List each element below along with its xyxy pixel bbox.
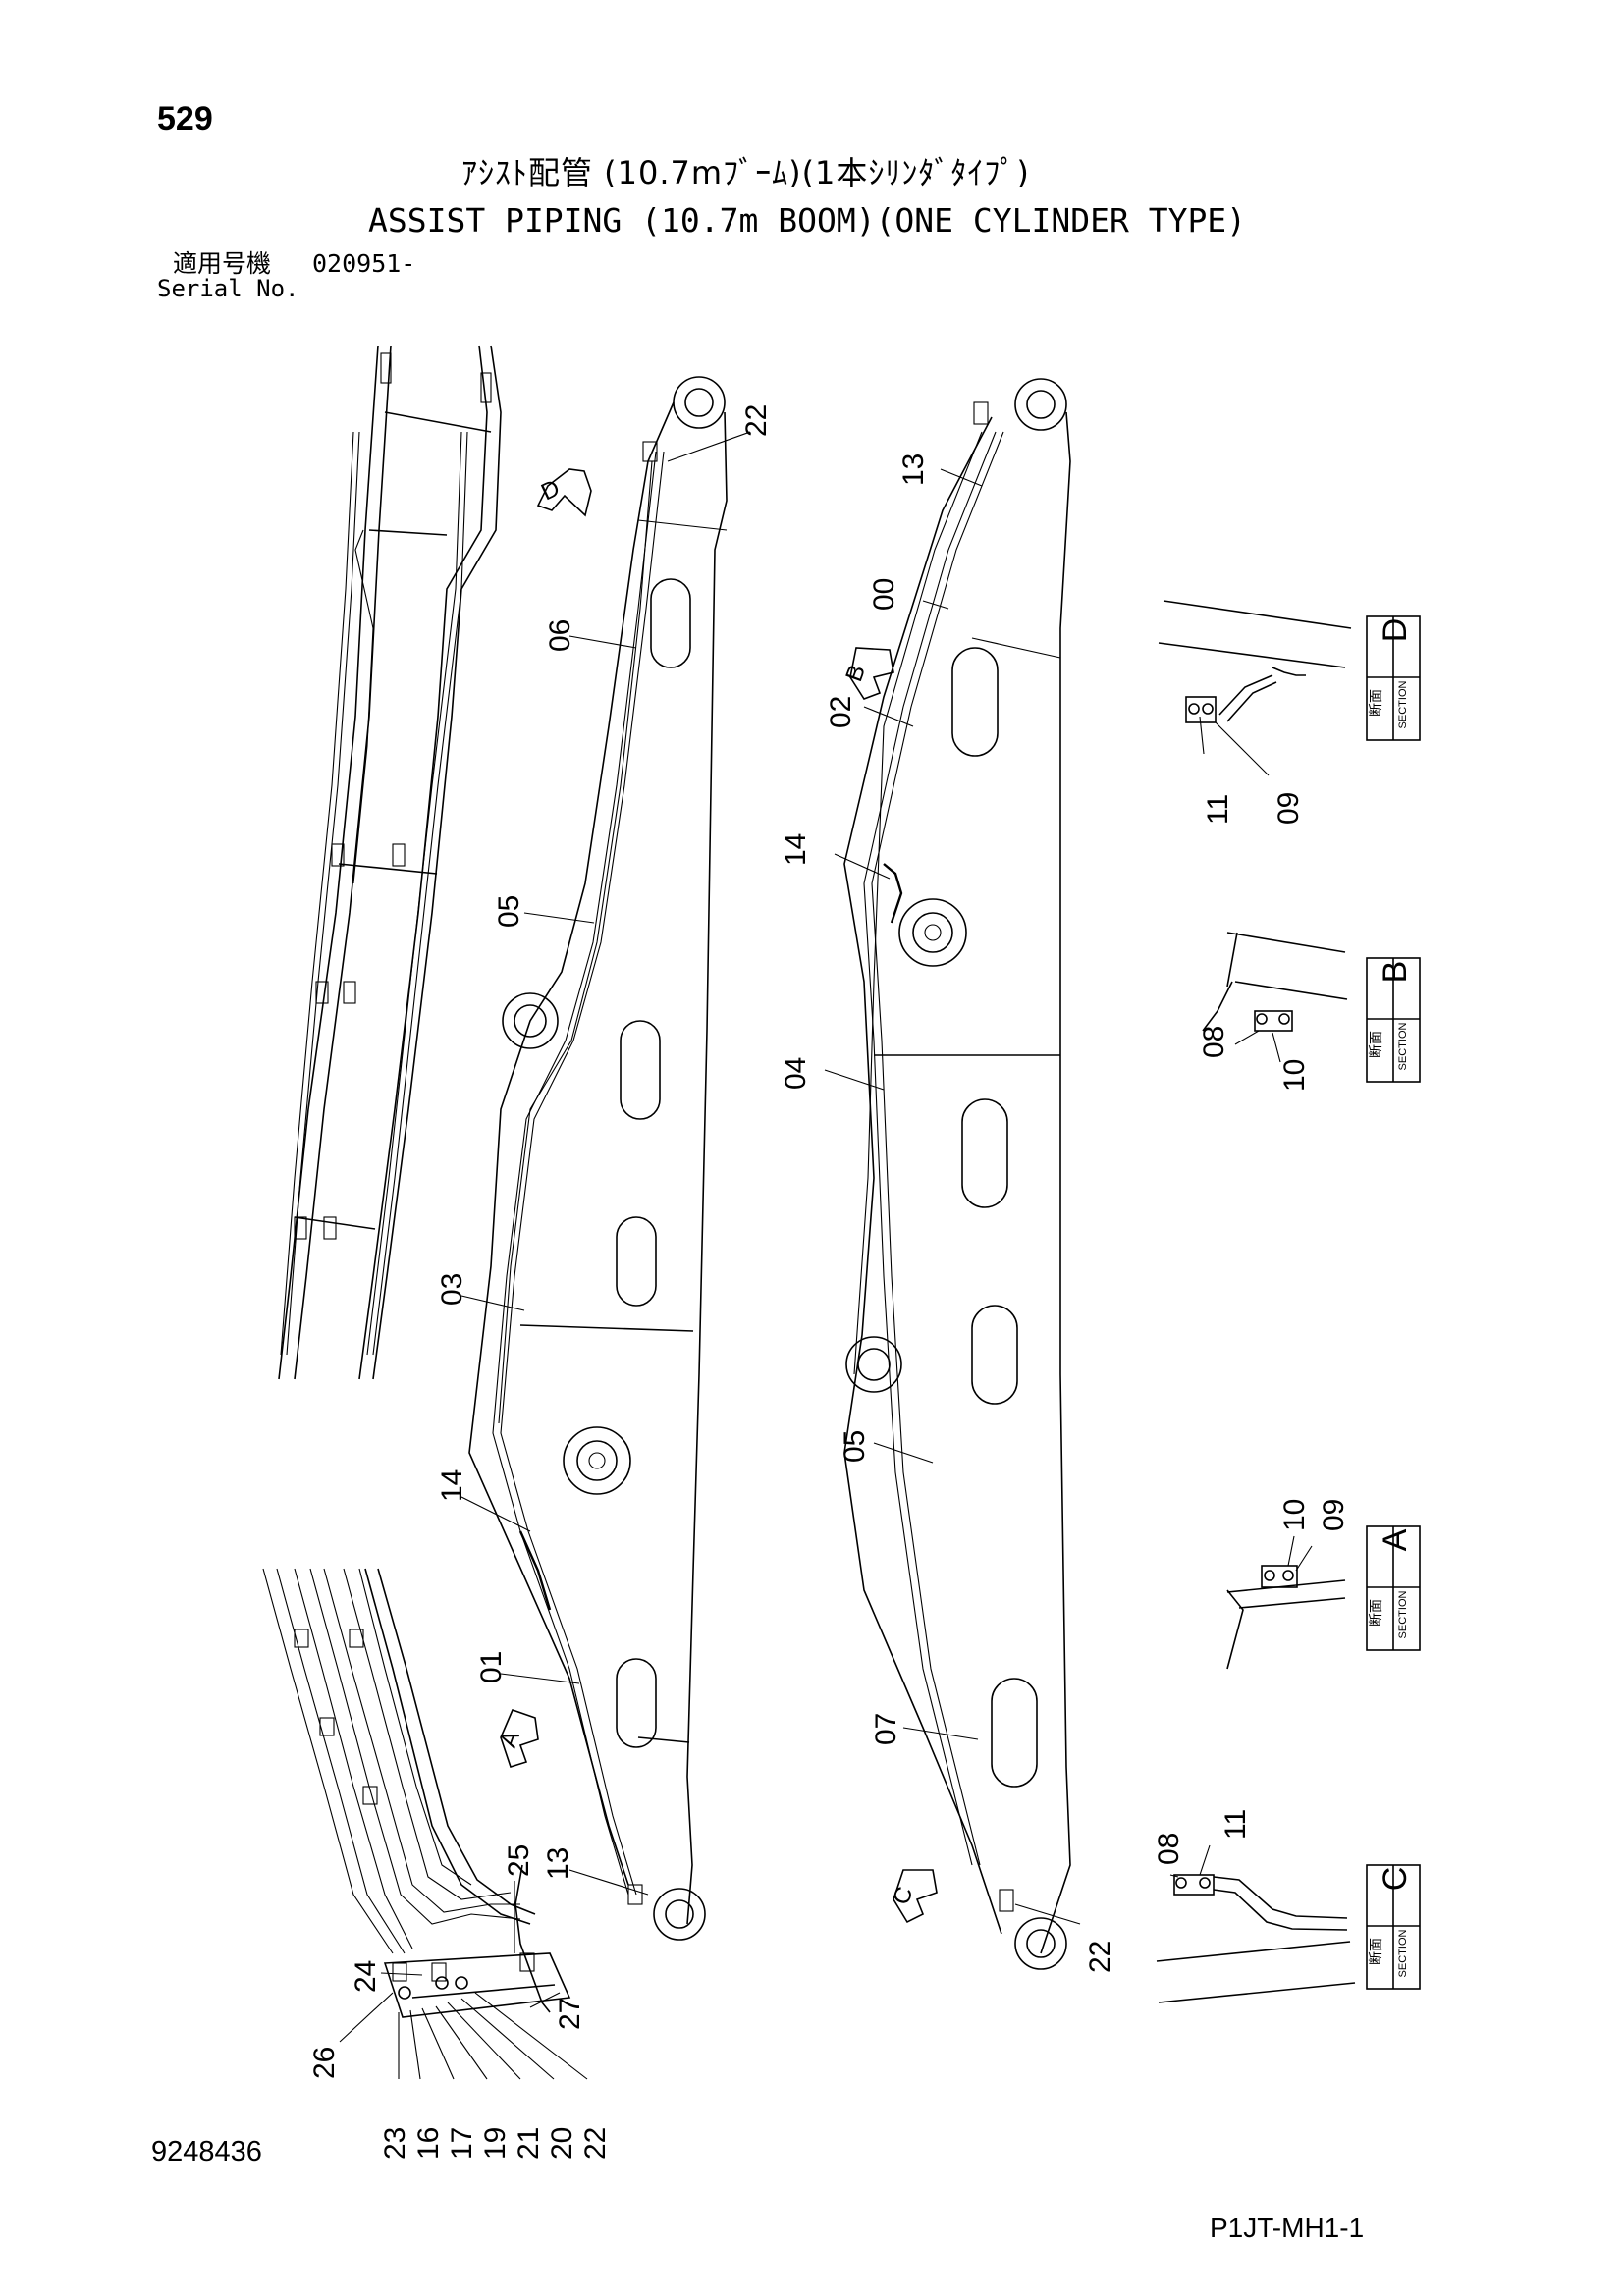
left-boom-side-view: D A — [468, 376, 728, 1941]
right-boom-side-view: B C — [840, 378, 1071, 1970]
label-05-right: 05 — [839, 1430, 871, 1463]
label-19: 19 — [479, 2127, 512, 2160]
section-c-jp: 断面 — [1369, 1938, 1384, 1965]
label-20: 20 — [546, 2127, 578, 2160]
section-a-letter: A — [1377, 1528, 1414, 1551]
title-japanese: ｱｼｽﾄ配管 (10.7mﾌﾞｰﾑ)(1本ｼﾘﾝﾀﾞﾀｲﾌﾟ) — [461, 154, 1030, 191]
label-11-sec-d: 11 — [1202, 794, 1234, 825]
section-b-detail: B 断面 SECTION — [1202, 932, 1421, 1083]
label-06: 06 — [544, 619, 576, 652]
document-number: 9248436 — [151, 2136, 262, 2167]
serial-label-japanese: 適用号機 — [173, 249, 272, 278]
label-21: 21 — [513, 2127, 545, 2160]
label-08-sec-c: 08 — [1153, 1833, 1185, 1865]
label-26: 26 — [308, 2047, 341, 2079]
view-arrow-a-letter: A — [495, 1728, 525, 1751]
label-14-right: 14 — [780, 833, 812, 866]
view-arrow-b-letter: B — [840, 662, 871, 685]
view-arrow-c-letter: C — [888, 1884, 918, 1909]
section-b-letter: B — [1377, 961, 1414, 984]
label-11-sec-c: 11 — [1219, 1809, 1252, 1840]
section-d-jp: 断面 — [1369, 689, 1384, 717]
label-22-bottom: 22 — [1084, 1941, 1116, 1973]
label-24: 24 — [350, 1960, 382, 1993]
document-code: P1JT-MH1-1 — [1210, 2213, 1365, 2243]
label-25: 25 — [503, 1844, 535, 1877]
label-27: 27 — [554, 1998, 586, 2030]
title-english: ASSIST PIPING (10.7m BOOM)(ONE CYLINDER … — [368, 201, 1247, 240]
section-c-letter: C — [1377, 1867, 1414, 1892]
label-14-left: 14 — [436, 1469, 468, 1502]
section-d-word: SECTION — [1397, 681, 1409, 729]
detail-boom-head-plan — [278, 345, 502, 1380]
label-16: 16 — [412, 2127, 445, 2160]
section-c-detail: C 断面 SECTION — [1156, 1844, 1421, 2003]
label-09-sec-a: 09 — [1318, 1499, 1350, 1531]
label-04: 04 — [780, 1057, 812, 1090]
label-03: 03 — [436, 1273, 468, 1306]
section-d-letter: D — [1377, 618, 1414, 643]
label-01: 01 — [475, 1651, 508, 1683]
label-23: 23 — [379, 2127, 411, 2160]
label-13-right: 13 — [897, 454, 930, 486]
section-b-jp: 断面 — [1369, 1031, 1384, 1058]
label-22-top: 22 — [740, 404, 773, 437]
label-10-sec-a: 10 — [1278, 1499, 1311, 1531]
label-05-left: 05 — [493, 895, 525, 928]
label-22-base: 22 — [579, 2127, 612, 2160]
section-b-word: SECTION — [1397, 1023, 1409, 1071]
section-d-detail: D 断面 SECTION — [1158, 600, 1421, 776]
leader-lines — [339, 431, 1081, 2080]
detail-boom-base-plan — [262, 1568, 571, 2018]
label-08-sec-b: 08 — [1198, 1026, 1230, 1058]
section-a-jp: 断面 — [1369, 1599, 1384, 1627]
section-a-word: SECTION — [1397, 1591, 1409, 1639]
label-09-sec-d: 09 — [1272, 792, 1305, 825]
section-a-detail: A 断面 SECTION — [1226, 1525, 1421, 1670]
label-00: 00 — [868, 578, 900, 611]
part-labels: 22 06 05 03 14 01 13 13 00 02 14 04 05 0… — [308, 404, 1350, 2160]
label-02: 02 — [825, 696, 857, 728]
serial-label-english: Serial No. — [157, 275, 299, 302]
serial-number-value: 020951- — [312, 249, 416, 278]
label-10-sec-b: 10 — [1278, 1059, 1311, 1092]
label-07: 07 — [870, 1713, 902, 1745]
label-17: 17 — [446, 2127, 478, 2160]
page-number: 529 — [157, 100, 213, 137]
label-13-left: 13 — [542, 1847, 574, 1880]
section-c-word: SECTION — [1397, 1930, 1409, 1978]
